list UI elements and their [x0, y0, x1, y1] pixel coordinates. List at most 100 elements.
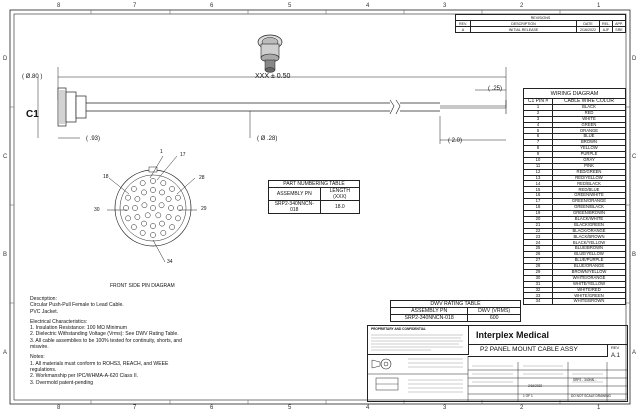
pin-contact: [155, 212, 162, 219]
dwv-vrms-cell: 600: [467, 314, 521, 322]
pin-diagram-svg: [107, 155, 197, 263]
wiring-color-cell: BLACK/ORANGE: [552, 227, 626, 235]
wiring-color-cell: WHITE/BROWN: [552, 298, 626, 306]
wiring-color-cell: GREEN/BLACK: [552, 204, 626, 211]
pin-callout-28: 28: [199, 175, 205, 181]
col-3-bottom: 3: [443, 405, 447, 411]
app-cell: SRE: [612, 26, 626, 33]
col-1-top: 1: [597, 3, 601, 9]
wiring-color-cell: GREEN/ORANGE: [552, 198, 626, 206]
dwv-assembly-header: ASSEMBLY PN: [389, 307, 469, 315]
rel-cell: AJF: [599, 26, 613, 33]
title-block: PROPRIETARY AND CONFIDENTIAL Interplex M…: [367, 325, 628, 402]
outer-border: [9, 9, 631, 405]
col-6-top: 6: [210, 3, 214, 9]
fine-print-lines: [371, 334, 463, 351]
col-3-top: 3: [443, 3, 447, 9]
pin-callout-17: 17: [180, 152, 186, 158]
dim-25: ( .25): [488, 86, 503, 92]
pin-diagram-caption: FRONT SIDE PIN DIAGRAM: [110, 283, 175, 289]
dwv-vrms-header: DWV (VRMS): [467, 307, 521, 315]
rev-value: A.1: [611, 353, 621, 359]
pn-length-cell: 18.0: [319, 200, 361, 214]
pin-callout-1: 1: [160, 149, 163, 155]
col-2-top: 2: [520, 3, 524, 9]
revisions-table: REVISIONS REV. DESCRIPTION DATE REL. APP…: [455, 14, 626, 33]
wiring-diagram-table: WIRING DIAGRAM C1 PIN # CABLE WIRE COLOR…: [523, 88, 626, 306]
pin-contact: [150, 178, 156, 184]
connector-side-view: [57, 87, 87, 127]
pin-contact: [125, 194, 131, 201]
row-c-right: C: [632, 154, 637, 160]
part-numbering-title: PART NUMBERING TABLE: [268, 180, 360, 188]
pin-contact: [150, 187, 156, 193]
notes-line-4: 3. Overmold patent-pending: [30, 379, 94, 386]
row-b-left: B: [3, 252, 8, 258]
electrical-line-1: 1. Insulation Resistance: 100 MΩ Minimum: [30, 325, 127, 332]
dim-diameter-80: ( Ø.80 ): [22, 74, 43, 80]
wiring-color-cell: ORANGE: [552, 127, 626, 135]
col-5-bottom: 5: [288, 405, 292, 411]
pin-callout-34: 34: [167, 259, 173, 265]
pin-contact: [131, 224, 137, 230]
col-5-top: 5: [288, 3, 292, 9]
pin-contact: [134, 214, 141, 220]
wiring-color-cell: BLACK/YELLOW: [552, 239, 626, 247]
pin-contact: [150, 205, 156, 211]
wiring-color-cell: BLUE/BROWN: [552, 245, 626, 253]
row-a-right: A: [632, 350, 637, 356]
company-name: Interplex Medical: [476, 330, 550, 340]
wiring-color-cell: RED/BLUE: [552, 186, 626, 194]
cable-body: [86, 99, 507, 115]
pin-contact: [158, 202, 165, 209]
rev-label: REV: [611, 345, 620, 350]
wiring-color-cell: BLACK/WHITE: [552, 215, 626, 223]
title-block-date: 2/16/2022: [528, 384, 543, 388]
pin-contact: [150, 232, 156, 238]
wiring-color-cell: RED/BLACK: [552, 180, 626, 188]
pin-contact: [177, 205, 183, 211]
row-a-left: A: [3, 350, 8, 356]
title-block-grid: [368, 356, 627, 401]
wiring-color-cell: BLACK/GREEN: [552, 221, 626, 229]
col-1-bottom: 1: [597, 405, 601, 411]
pin-contact: [141, 202, 148, 209]
pin-contact: [139, 230, 146, 236]
dwv-assembly-cell: SRP2-340NNCN-018: [389, 314, 469, 322]
projection-symbol-icon: [371, 358, 392, 370]
wiring-color-cell: RED/GREEN: [552, 168, 626, 176]
col-8-bottom: 8: [57, 405, 61, 411]
c1-label: C1: [26, 109, 39, 120]
wiring-color-cell: YELLOW: [552, 145, 626, 153]
description-line-1: Circular Push-Pull Female to Lead Cable.: [30, 302, 124, 309]
pin-contact: [123, 205, 129, 211]
notes-line-3: 2. Workmanship per IPC/WHMA-A-620 Class …: [30, 373, 139, 380]
date-cell: 2/16/2022: [576, 26, 600, 33]
pin-contact: [144, 212, 151, 219]
pn-length-header: LENGTH (XXX): [319, 187, 361, 201]
wiring-color-cell: BLACK/BROWN: [552, 233, 626, 241]
pin-contact: [160, 230, 167, 236]
wiring-color-cell: PINK: [552, 162, 626, 170]
wiring-pin-cell: 34: [523, 298, 553, 306]
electrical-line-3: 3. All cable assemblies to be 100% teste…: [30, 337, 182, 344]
part-numbering-table: PART NUMBERING TABLE ASSEMBLY PN LENGTH …: [268, 180, 361, 214]
pin-contact: [165, 196, 172, 202]
inner-border: [13, 13, 627, 401]
